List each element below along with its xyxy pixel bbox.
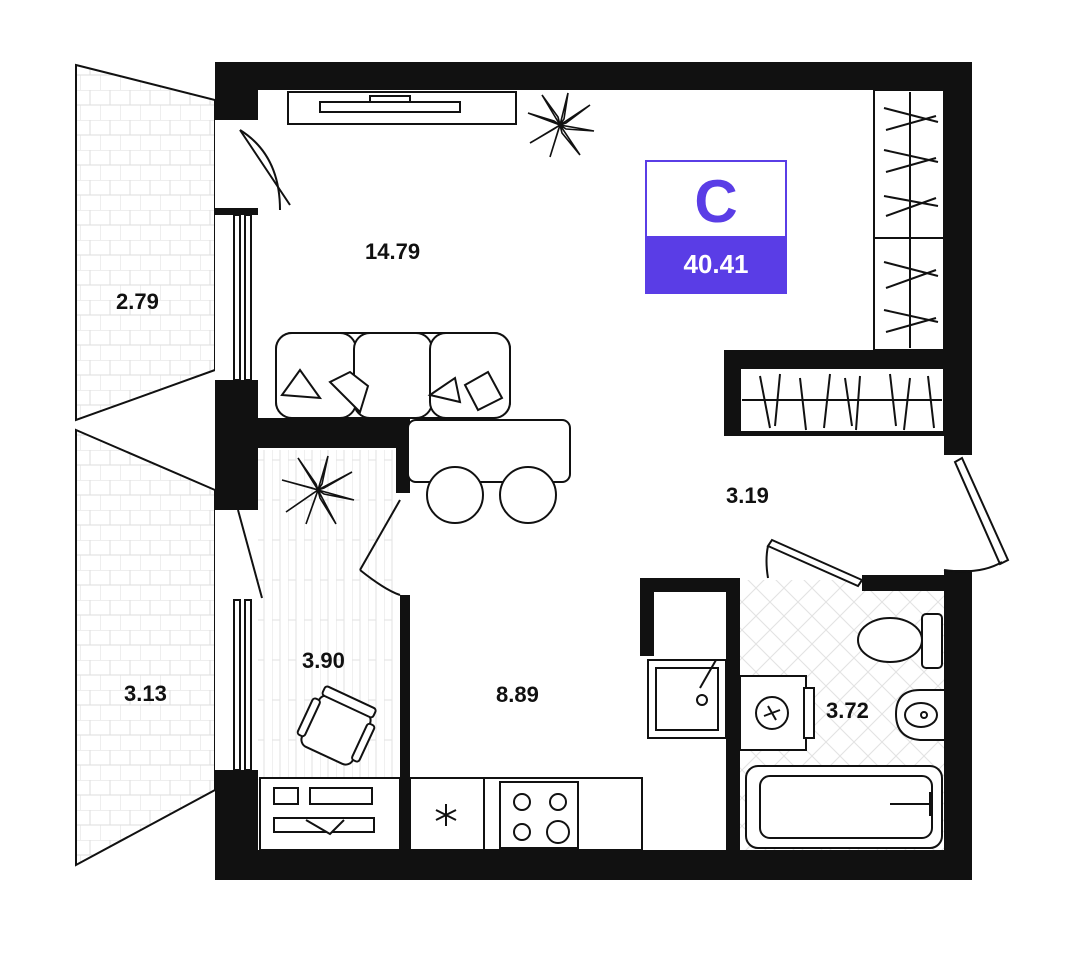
chair-icon [296,685,377,766]
plant-icon [527,92,595,158]
sofa-icon [275,332,511,419]
washing-machine-icon [739,675,815,751]
apartment-type-badge: С 40.41 [645,160,787,294]
fridge-icon [435,804,457,826]
room-area-bathroom: 3.72 [826,698,869,723]
window-west-top [233,214,252,381]
apartment-type-letter: С [694,168,738,235]
balcony-bottom [75,428,216,867]
desk-icon [259,777,401,851]
balcony-door-top [239,129,291,211]
window-west-bottom [233,599,252,771]
total-area-value: 40.41 [683,249,749,279]
room-area-hall: 3.19 [726,483,769,508]
stove-icon [499,781,579,849]
bathroom-door [765,538,864,588]
room-area-living: 14.79 [365,239,421,264]
bathtub-icon [745,765,943,849]
dining-table-icon [407,419,571,524]
sink-icon [647,659,727,739]
room-area-study: 3.90 [302,648,345,673]
total-area-bar: 40.41 [647,236,785,292]
sink-icon [894,689,944,741]
room-area-kitchen: 8.89 [496,682,539,707]
plant-icon [281,455,355,525]
room-area-balcony-bottom: 3.13 [124,681,167,706]
toilet-icon [857,613,943,669]
balcony-door-bottom [237,509,263,599]
balcony-top [75,63,216,422]
wardrobe-icon [739,89,945,433]
room-area-balcony-top: 2.79 [116,289,159,314]
tv-icon [287,91,517,125]
study-door [359,499,401,596]
entrance-door [943,456,1010,573]
